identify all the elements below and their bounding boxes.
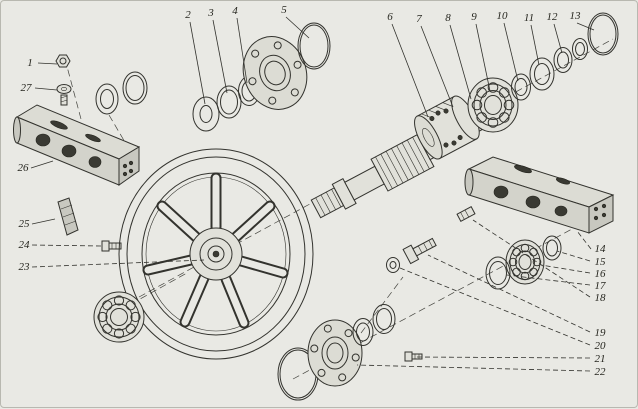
pulley-wheel bbox=[118, 148, 314, 360]
axle-housing-right bbox=[464, 156, 615, 234]
leader-lines bbox=[30, 16, 595, 372]
callout-19: 19 bbox=[595, 327, 607, 339]
hub-cap-flange bbox=[307, 319, 363, 387]
lock-washer bbox=[553, 47, 573, 73]
spring-washer bbox=[56, 84, 72, 106]
bearing-cup-ring bbox=[529, 57, 555, 91]
callout-20: 20 bbox=[595, 340, 607, 352]
callout-12: 12 bbox=[547, 11, 559, 23]
ball-bearing-front bbox=[93, 291, 145, 343]
spacer-ring-bottom-b bbox=[372, 304, 396, 334]
callout-numbers: 1 2 3 4 5 6 7 8 9 10 11 12 13 14 15 16 1… bbox=[18, 4, 607, 378]
callout-14: 14 bbox=[595, 243, 607, 255]
callout-1: 1 bbox=[27, 57, 33, 69]
callout-11: 11 bbox=[524, 12, 534, 24]
callout-15: 15 bbox=[595, 256, 607, 268]
callout-27: 27 bbox=[21, 82, 33, 94]
callout-8: 8 bbox=[445, 12, 451, 24]
callout-22: 22 bbox=[595, 366, 607, 378]
ball-bearing-main bbox=[467, 77, 519, 133]
callout-7: 7 bbox=[416, 13, 422, 25]
spokes-fill bbox=[144, 174, 287, 327]
callout-16: 16 bbox=[595, 268, 607, 280]
callout-24: 24 bbox=[19, 239, 31, 251]
seal-ring-right bbox=[485, 256, 511, 290]
callout-2: 2 bbox=[185, 9, 191, 21]
callout-18: 18 bbox=[595, 292, 607, 304]
cap-bolt bbox=[404, 351, 423, 362]
round-nut-ring bbox=[572, 38, 588, 60]
retainer-washer bbox=[542, 235, 562, 261]
callout-21: 21 bbox=[595, 353, 606, 365]
callout-5: 5 bbox=[281, 4, 287, 16]
taper-cone-pin bbox=[57, 197, 79, 236]
callout-9: 9 bbox=[471, 11, 477, 23]
seal-ring-left-a bbox=[95, 83, 119, 115]
callout-17: 17 bbox=[595, 280, 607, 292]
snap-ring bbox=[587, 12, 619, 56]
axle-housing-left bbox=[13, 104, 141, 186]
callout-26: 26 bbox=[18, 162, 30, 174]
callout-4: 4 bbox=[232, 5, 238, 17]
callout-25: 25 bbox=[19, 218, 31, 230]
spacer-ring-bottom-a bbox=[352, 318, 374, 346]
callout-23: 23 bbox=[19, 261, 31, 273]
oil-seal bbox=[192, 96, 220, 132]
callout-6: 6 bbox=[387, 11, 393, 23]
dowel-pin bbox=[456, 206, 476, 222]
washer-ring bbox=[216, 85, 242, 119]
hex-nut bbox=[55, 54, 71, 68]
flange-bolt bbox=[402, 237, 437, 265]
ball-bearing-right bbox=[505, 239, 545, 285]
bearing-cover-flange-top bbox=[242, 36, 308, 110]
drum-hub bbox=[414, 95, 480, 160]
hub-bolt bbox=[101, 240, 122, 252]
gasket-ring bbox=[297, 22, 331, 70]
thrust-washer bbox=[511, 73, 531, 101]
callout-10: 10 bbox=[497, 10, 509, 22]
seal-ring-left-b bbox=[122, 71, 148, 105]
callout-3: 3 bbox=[207, 7, 214, 19]
callout-13: 13 bbox=[570, 10, 582, 22]
flat-washer bbox=[386, 257, 400, 273]
